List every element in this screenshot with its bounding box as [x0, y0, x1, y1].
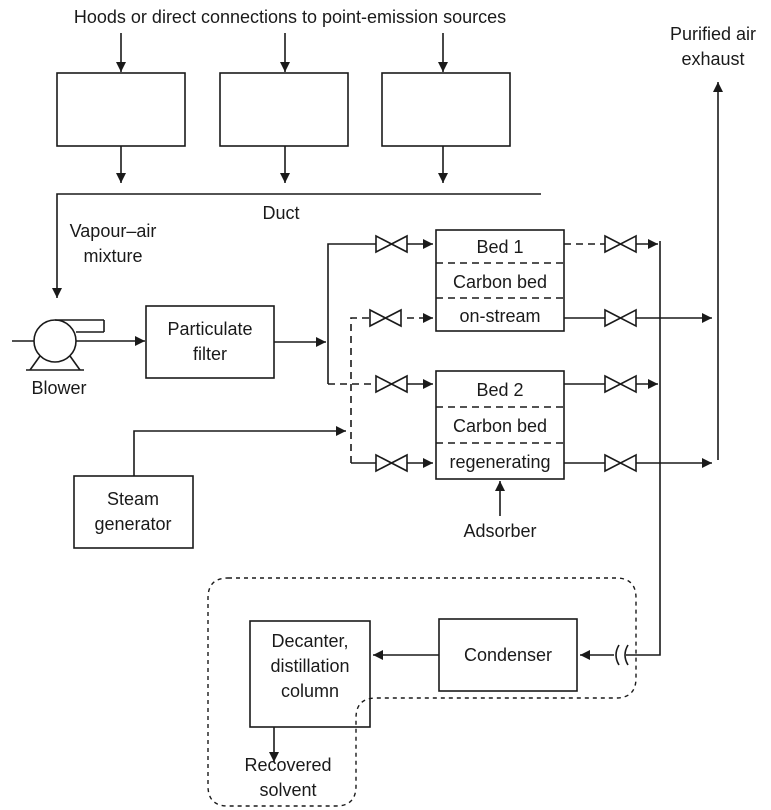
- bed2-label: Bed 2: [476, 380, 523, 400]
- duct-line: [52, 193, 541, 298]
- bed1-label: Bed 1: [476, 237, 523, 257]
- steam-manifold: [133, 313, 433, 476]
- particulate-filter-box: [145, 305, 275, 379]
- valve-bed1-exhaust: [604, 308, 637, 328]
- decanter-label-line2: distillation: [270, 656, 349, 676]
- bed1-box: [435, 229, 565, 332]
- valve-bed1-steam-inlet: [369, 308, 402, 328]
- condenser-label: Condenser: [464, 645, 552, 665]
- valve-bed1-to-condenser: [604, 234, 637, 254]
- decanter-label-line1: Decanter,: [271, 631, 348, 651]
- bed2-box: [435, 370, 565, 480]
- collection-box-3: [381, 72, 511, 147]
- purified-label-line1: Purified air: [670, 24, 756, 44]
- decanter-label-line3: column: [281, 681, 339, 701]
- bed1-status-label: on-stream: [459, 306, 540, 326]
- steam-label-line2: generator: [94, 514, 171, 534]
- bed2-status-label: regenerating: [449, 452, 550, 472]
- adsorber-label: Adsorber: [463, 521, 536, 541]
- particulate-label-line2: filter: [193, 344, 227, 364]
- collection-box-1: [56, 72, 186, 147]
- collection-box-2: [219, 72, 349, 147]
- steam-generator-box: [73, 475, 194, 549]
- bed1-carbon-label: Carbon bed: [453, 272, 547, 292]
- vapour-label-line1: Vapour–air: [70, 221, 157, 241]
- valve-bed2-to-condenser: [604, 374, 637, 394]
- steam-label-line1: Steam: [107, 489, 159, 509]
- valve-bed2-steam-inlet: [375, 453, 408, 473]
- recovered-label-line1: Recovered: [244, 755, 331, 775]
- bed2-carbon-label: Carbon bed: [453, 416, 547, 436]
- decanter-box: [249, 620, 371, 728]
- regeneration-line: [580, 241, 661, 666]
- valve-bed1-inlet: [375, 234, 408, 254]
- inlet-manifold: [327, 239, 433, 389]
- duct-label: Duct: [262, 203, 299, 223]
- valve-bed2-exhaust: [604, 453, 637, 473]
- blower-label: Blower: [31, 378, 86, 398]
- recovered-label-line2: solvent: [259, 780, 316, 800]
- blower-icon: [26, 319, 105, 371]
- valve-bed2-inlet: [375, 374, 408, 394]
- outlet-piping: [564, 239, 712, 468]
- particulate-label-line1: Particulate: [167, 319, 252, 339]
- purified-label-line2: exhaust: [681, 49, 744, 69]
- hoods-label: Hoods or direct connections to point-emi…: [74, 7, 506, 27]
- vapour-label-line2: mixture: [83, 246, 142, 266]
